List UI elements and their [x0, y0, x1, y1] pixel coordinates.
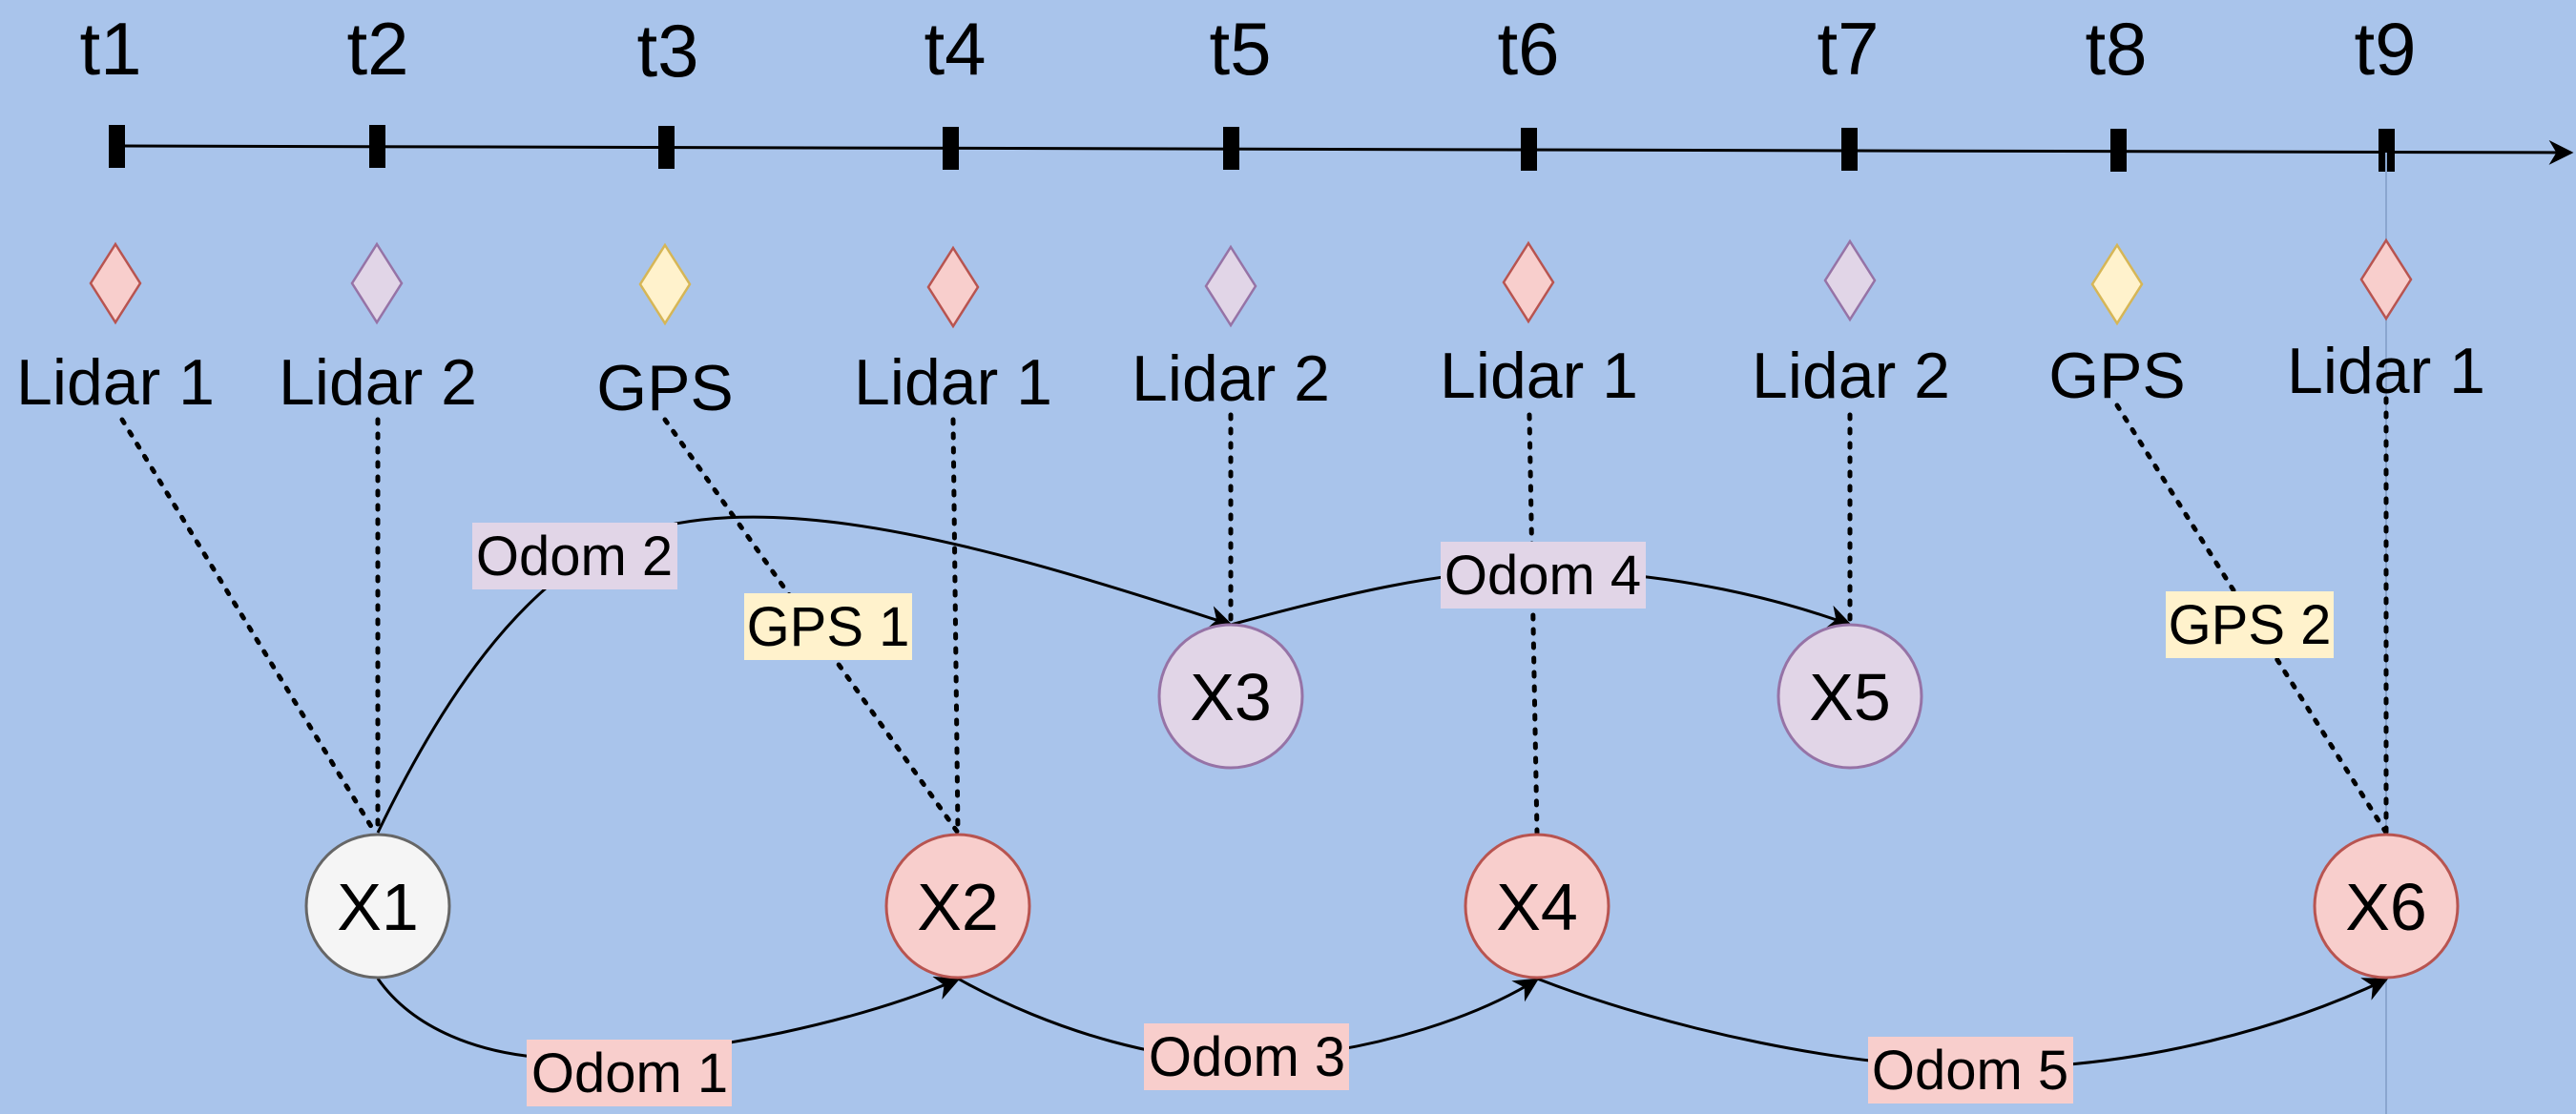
state-node-x2: X2 [884, 833, 1031, 980]
sensor-diamond-lidar2 [350, 241, 404, 325]
factor-label-text: Odom 5 [1872, 1040, 2068, 1102]
sensor-label: Lidar 2 [1132, 342, 1330, 415]
time-label-t4: t4 [924, 7, 986, 91]
factor-label-odom5: Odom 5 [1868, 1037, 2073, 1104]
time-label-t6: t6 [1497, 7, 1559, 91]
factor-label-odom2: Odom 2 [472, 523, 677, 589]
sensor-label: Lidar 2 [279, 346, 477, 419]
sensor-diamond-lidar1 [89, 241, 142, 325]
state-label: X5 [1809, 660, 1891, 734]
factor-label-gps2: GPS 2 [2166, 591, 2334, 658]
state-label: X2 [917, 870, 999, 944]
factor-label-text: Odom 3 [1149, 1026, 1345, 1088]
state-label: X4 [1496, 870, 1578, 944]
measurement-link-t1 [119, 417, 378, 836]
factor-label-odom4: Odom 4 [1441, 542, 1646, 609]
timeline-tick [658, 126, 675, 169]
factor-label-text: Odom 2 [476, 526, 673, 588]
time-label-t3: t3 [636, 9, 698, 93]
sensor-diamond-lidar2 [1823, 238, 1877, 322]
sensor-diamond-lidar1 [2359, 237, 2413, 321]
sensor-label: GPS [2048, 340, 2186, 412]
state-node-x5: X5 [1776, 623, 1923, 770]
timeline-tick [109, 125, 125, 168]
state-node-x1: X1 [304, 833, 451, 980]
sensor-label: Lidar 1 [1440, 340, 1638, 412]
state-node-x6: X6 [2313, 833, 2460, 980]
sensor-diamond-gps [638, 242, 692, 326]
factor-label-text: GPS 2 [2169, 594, 2332, 656]
sensor-label: Lidar 1 [2287, 335, 2485, 407]
time-label-t8: t8 [2085, 7, 2147, 91]
sensor-label: Lidar 1 [854, 346, 1052, 419]
timeline-tick [1841, 128, 1858, 171]
measurement-link-t8 [2114, 402, 2389, 836]
timeline-tick [2379, 129, 2395, 172]
timeline-tick [1521, 128, 1537, 171]
sensor-diamond-lidar1 [926, 245, 980, 329]
state-node-x3: X3 [1157, 623, 1304, 770]
measurement-link-t3 [662, 417, 961, 836]
factor-label-gps1: GPS 1 [744, 593, 912, 660]
state-label: X6 [2345, 870, 2427, 944]
factor-label-odom3: Odom 3 [1144, 1023, 1349, 1090]
measurement-link-t4 [950, 417, 961, 836]
state-label: X1 [337, 870, 419, 944]
timeline: t1 t2 t3 t4 t5 t6 t7 t8 t9 [79, 7, 2574, 172]
factor-label-text: GPS 1 [747, 596, 910, 658]
timeline-tick [1223, 127, 1239, 170]
time-label-t7: t7 [1817, 7, 1879, 91]
time-label-t1: t1 [79, 7, 141, 91]
sensor-diamond-lidar2 [1204, 244, 1257, 328]
sensor-labels: Lidar 1 Lidar 2 GPS Lidar 1 Lidar 2 Lida… [16, 335, 2485, 424]
time-label-t5: t5 [1209, 7, 1271, 91]
factor-label-text: Odom 1 [531, 1042, 728, 1104]
state-nodes: X1 X2 X3 X4 X5 X6 [304, 623, 2460, 980]
time-label-t2: t2 [346, 7, 408, 91]
sensor-label: Lidar 1 [16, 346, 215, 419]
sensor-diamond-lidar1 [1502, 240, 1555, 324]
time-label-t9: t9 [2354, 7, 2416, 91]
factor-labels: Odom 1 Odom 2 Odom 3 Odom 4 Odom 5 GPS 1… [472, 523, 2334, 1106]
sensor-label: GPS [596, 352, 734, 424]
state-label: X3 [1190, 660, 1272, 734]
sensor-label: Lidar 2 [1752, 340, 1950, 412]
measurement-link-t6 [1527, 412, 1540, 836]
state-node-x4: X4 [1464, 833, 1610, 980]
factor-label-text: Odom 4 [1444, 545, 1641, 607]
sensor-markers [89, 237, 2413, 329]
sensor-diamond-gps [2090, 242, 2144, 326]
factor-label-odom1: Odom 1 [527, 1040, 732, 1106]
timeline-axis [115, 139, 2574, 165]
timeline-tick [369, 125, 385, 168]
measurement-links [119, 396, 2389, 836]
timeline-tick [2110, 129, 2127, 172]
timeline-tick [943, 127, 959, 170]
